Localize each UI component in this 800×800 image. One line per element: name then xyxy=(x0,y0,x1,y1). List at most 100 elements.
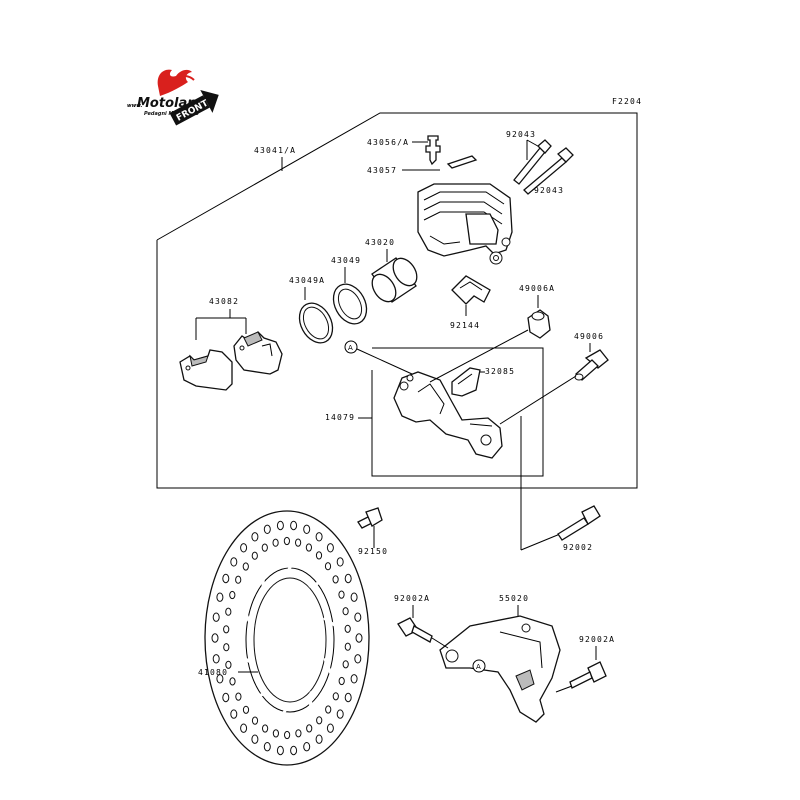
disc-vent-hole xyxy=(332,575,339,584)
disc-vent-hole xyxy=(262,724,269,733)
brake-pad-right xyxy=(233,331,283,375)
disc-vent-hole xyxy=(261,543,268,552)
disc-vent-hole xyxy=(225,660,232,669)
mounting-bolt xyxy=(557,505,601,541)
disc-slot-inner xyxy=(234,650,251,663)
disc-vent-hole xyxy=(344,624,351,633)
disc-slot-inner xyxy=(323,658,335,681)
disc-vent-hole xyxy=(240,723,248,733)
disc-vent-hole xyxy=(295,729,302,738)
pad-spring xyxy=(451,275,491,305)
disc-slot-inner xyxy=(308,691,313,717)
label-43057: 43057 xyxy=(367,166,397,175)
disc-vent-hole xyxy=(216,592,224,602)
label-32085: 32085 xyxy=(485,367,515,376)
disc-vent-hole xyxy=(326,723,334,733)
disc-vent-hole xyxy=(222,573,230,584)
disc-vent-hole xyxy=(332,692,339,701)
label-43056: 43056/A xyxy=(367,138,409,147)
disc-vent-hole xyxy=(290,520,298,531)
disc-vent-hole xyxy=(263,524,271,534)
disc-vent-hole xyxy=(222,692,230,703)
label-41080: 41080 xyxy=(198,668,228,677)
label-43020: 43020 xyxy=(365,238,395,247)
disc-vent-hole xyxy=(324,562,332,571)
label-92043-b: 92043 xyxy=(534,186,564,195)
bleeder-valve xyxy=(425,135,441,166)
disc-vent-hole xyxy=(223,643,230,652)
label-14079: 14079 xyxy=(325,413,355,422)
label-92144: 92144 xyxy=(450,321,480,330)
brake-pad-left xyxy=(179,349,233,391)
ref-mark-a-bottom xyxy=(472,659,486,673)
piston xyxy=(371,257,418,303)
disc-vent-hole xyxy=(336,709,344,719)
disc-vent-hole xyxy=(355,633,363,643)
pad-retainer-plate xyxy=(451,367,481,397)
disc-vent-hole xyxy=(303,742,311,752)
disc-vent-hole xyxy=(305,543,312,552)
caliper-assembly-frame xyxy=(156,112,638,489)
disc-vent-hole xyxy=(316,716,323,725)
caliper-pin-a xyxy=(513,139,552,185)
disc-vent-hole xyxy=(342,660,349,669)
label-92002: 92002 xyxy=(563,543,593,552)
caliper-bracket xyxy=(439,615,561,723)
disc-vent-hole xyxy=(251,551,258,560)
disc-vent-hole xyxy=(212,654,220,664)
disc-vent-hole xyxy=(354,612,362,622)
disc-vent-hole xyxy=(344,692,352,703)
caliper-pin-b xyxy=(523,147,574,195)
disc-vent-hole xyxy=(338,590,345,599)
disc-vent-hole xyxy=(276,520,284,531)
disc-slot-inner xyxy=(284,555,298,576)
disc-vent-hole xyxy=(225,607,232,616)
disc-slot-inner xyxy=(248,692,266,701)
disc-vent-hole xyxy=(306,724,313,733)
disc-vent-hole xyxy=(251,734,259,744)
ref-mark-a-top-label: A xyxy=(348,344,353,352)
disc-vent-hole xyxy=(295,538,302,547)
label-92002a-right: 92002A xyxy=(579,635,615,644)
disc-vent-hole xyxy=(342,607,349,616)
disc-slot-inner xyxy=(261,563,266,589)
disc-vent-hole xyxy=(251,532,259,542)
disc-vent-hole xyxy=(212,612,220,622)
bleeder-cap xyxy=(446,155,478,169)
disc-vent-hole xyxy=(242,705,250,714)
label-55020: 55020 xyxy=(499,594,529,603)
label-43049a: 43049A xyxy=(289,276,325,285)
label-43041: 43041/A xyxy=(254,146,296,155)
label-92002a-left: 92002A xyxy=(394,594,430,603)
caliper-holder-frame xyxy=(371,347,544,477)
disc-vent-hole xyxy=(235,692,242,701)
disc-vent-hole xyxy=(315,532,323,542)
disc-vent-hole xyxy=(350,674,358,684)
disc-vent-hole xyxy=(223,625,230,634)
disc-slot-inner xyxy=(276,704,290,725)
bracket-bolt-right xyxy=(569,661,607,689)
disc-vent-hole xyxy=(216,674,224,684)
disc-vent-hole xyxy=(344,642,351,651)
label-92150: 92150 xyxy=(358,547,388,556)
label-49006: 49006 xyxy=(574,332,604,341)
disc-vent-hole xyxy=(325,705,332,714)
piston-seal xyxy=(332,283,368,325)
logo-prefix: www. xyxy=(127,103,143,109)
disc-vent-hole xyxy=(344,573,352,584)
disc-vent-hole xyxy=(229,590,236,600)
disc-vent-hole xyxy=(276,745,284,756)
disc-vent-hole xyxy=(242,562,249,571)
disc-vent-hole xyxy=(336,557,344,567)
disc-vent-hole xyxy=(263,742,271,752)
bracket-bolt-left xyxy=(397,617,433,643)
disc-vent-hole xyxy=(290,745,298,756)
disc-bolt xyxy=(357,507,383,529)
disc-vent-hole xyxy=(283,536,290,546)
disc-vent-hole xyxy=(284,730,291,740)
disc-vent-hole xyxy=(240,543,248,553)
disc-vent-hole xyxy=(354,654,362,664)
disc-vent-hole xyxy=(303,524,311,534)
label-92043-a: 92043 xyxy=(506,130,536,139)
